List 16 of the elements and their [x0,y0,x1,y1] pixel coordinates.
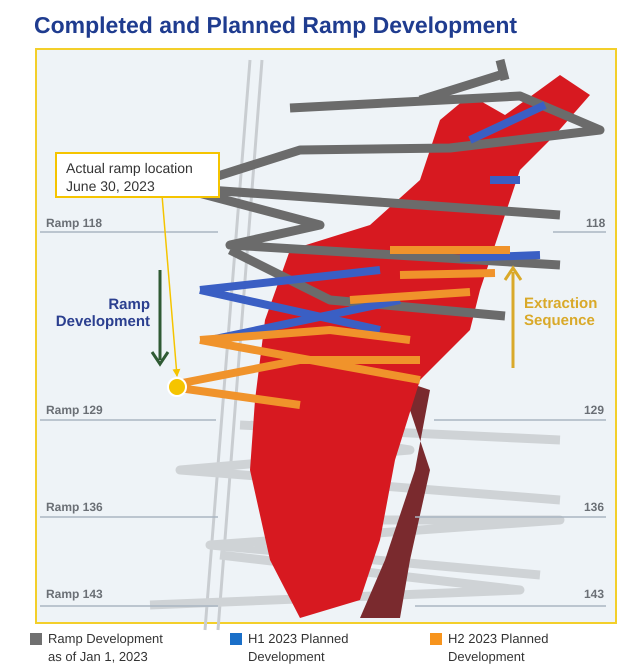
annotation-text: Extraction Sequence [524,295,598,329]
legend-label: H1 2023 Planned Development [248,630,350,666]
level-label: Ramp 136 [46,500,103,514]
level-label: Ramp 129 [46,403,103,417]
callout-box: Actual ramp location June 30, 2023 [55,152,220,198]
level-label: 143 [584,587,604,601]
level-label: Ramp 143 [46,587,103,601]
level-label: 136 [584,500,604,514]
leader-arrow [162,198,180,377]
title: Completed and Planned Ramp Development [34,12,518,39]
legend-label: Ramp Development as of Jan 1, 2023 [48,630,164,666]
legend-label: H2 2023 Planned Development [448,630,550,666]
level-label: Ramp 118 [46,216,102,230]
annotation-text: Ramp Development [54,296,150,330]
level-label: 118 [586,216,606,230]
level-label: 129 [584,403,604,417]
